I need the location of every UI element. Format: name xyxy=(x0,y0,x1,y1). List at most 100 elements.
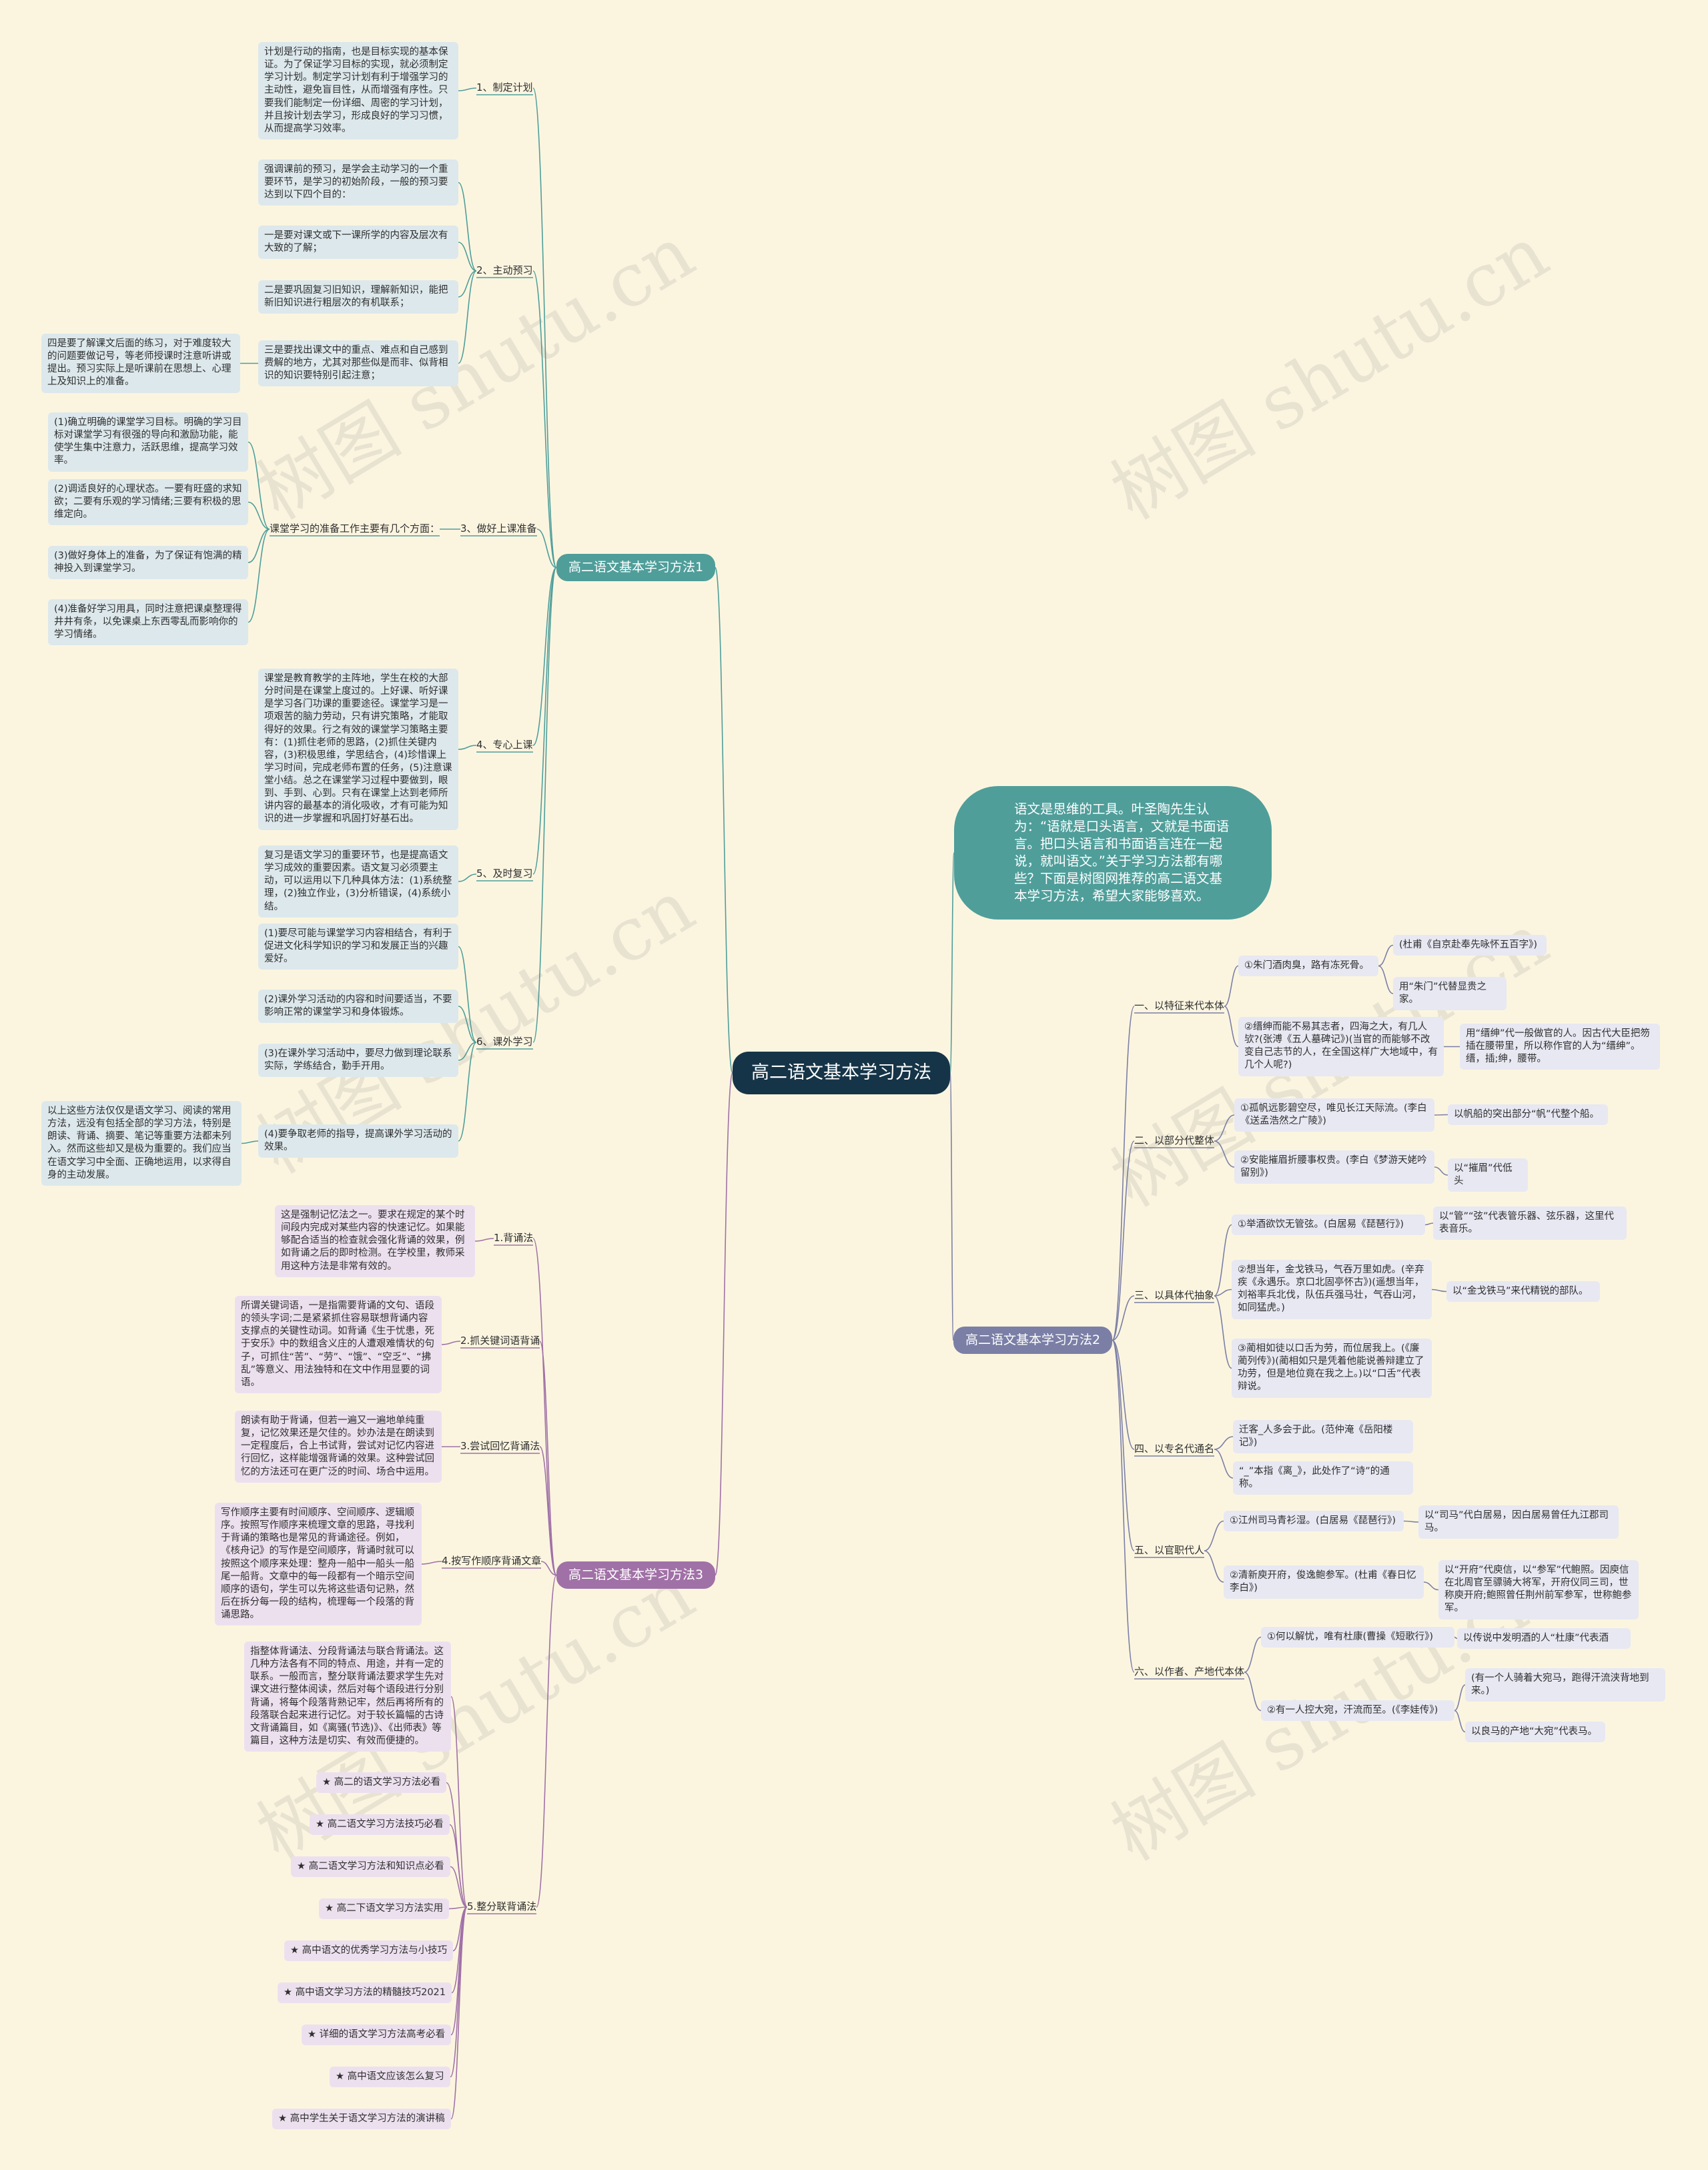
b1-extra-text-2: (2)课外学习活动的内容和时间要适当，不要影响正常的课堂学习和身体锻炼。 xyxy=(258,990,458,1024)
b3-keyword-text: 所谓关键词语，一是指需要背诵的文句、语段的领头字词;二是紧紧抓住容易联想背诵内容… xyxy=(235,1296,442,1393)
b1-focus-text: 课堂是教育教学的主阵地，学生在校的大部分时间是在课堂上度过的。上好课、听好课是学… xyxy=(258,669,458,830)
connector-line xyxy=(450,1696,468,1908)
b3-recite-label[interactable]: 1.背诵法 xyxy=(494,1232,534,1244)
connector-line xyxy=(1112,1006,1135,1341)
connector-line xyxy=(474,1238,494,1242)
related-link[interactable]: ★ 高二下语文学习方法实用 xyxy=(319,1898,450,1920)
b1-prepare-mid[interactable]: 课堂学习的准备工作主要有几个方面： xyxy=(270,522,440,534)
b2-concrete-c: ③蔺相如徒以口舌为劳，而位居我上。(《廉蔺列传》)(蔺相如只是凭着他能说善辩建立… xyxy=(1232,1339,1432,1398)
connector-line xyxy=(1423,1581,1439,1591)
connector-line xyxy=(451,1906,468,1994)
b1-preview-text-5: 四是要了解课文后面的练习，对于难度较大的问题要做记号，等老师授课时注意听讲或提出… xyxy=(41,334,240,393)
connector-line xyxy=(1214,1140,1235,1168)
related-link[interactable]: ★ 高中语文应该怎么复习 xyxy=(330,2067,450,2088)
b3-recall-label[interactable]: 3.尝试回忆背诵法 xyxy=(460,1440,540,1452)
connector-line xyxy=(449,1824,468,1908)
b2-part-b: ②安能摧眉折腰事权贵。(李白《梦游天姥吟留别》) xyxy=(1234,1150,1434,1184)
intro-node[interactable]: 语文是思维的工具。叶圣陶先生认为：“语就是口头语言，文就是书面语言。把口头语言和… xyxy=(954,786,1272,920)
b2-feature-b1: 用“缙绅”代一般做官的人。因古代大臣把笏插在腰带里，所以称作官的人为“缙绅”。缙… xyxy=(1460,1024,1660,1070)
b3-whole-text: 指整体背诵法、分段背诵法与联合背诵法。这几种方法各有不同的特点、用途，并有一定的… xyxy=(244,1642,451,1752)
connector-line xyxy=(248,528,270,623)
related-link[interactable]: ★ 详细的语文学习方法高考必看 xyxy=(302,2025,452,2046)
connector-line xyxy=(458,182,477,272)
b1-focus-label[interactable]: 4、专心上课 xyxy=(476,739,533,751)
b2-feature-b: ②缙绅而能不易其志者，四海之大，有几人欤?(张溥《五人墓碑记》)(当官的而能够不… xyxy=(1238,1017,1444,1076)
b2-part-label[interactable]: 二、以部分代整体 xyxy=(1134,1134,1215,1146)
related-link[interactable]: ★ 高中语文的优秀学习方法与小技巧 xyxy=(284,1940,454,1962)
b2-name-label[interactable]: 四、以专名代通名 xyxy=(1134,1443,1215,1455)
connector-line xyxy=(458,270,477,298)
b2-author-label[interactable]: 六、以作者、产地代本体 xyxy=(1134,1666,1245,1678)
b2-office-a1: 以“司马”代白居易，因白居易曾任九江郡司马。 xyxy=(1418,1505,1619,1539)
b2-feature-label[interactable]: 一、以特征来代本体 xyxy=(1134,1000,1225,1012)
b2-part-a1: 以帆船的突出部分“帆”代整个船。 xyxy=(1448,1104,1608,1126)
connector-line xyxy=(458,1042,477,1061)
b1-plan-label[interactable]: 1、制定计划 xyxy=(476,81,533,93)
b3-whole-label[interactable]: 5.整分联背诵法 xyxy=(467,1900,537,1912)
b1-preview-text-1: 强调课前的预习，是学会主动学习的一个重要环节，是学习的初始阶段，一般的预习要达到… xyxy=(258,159,458,206)
connector-line xyxy=(450,1866,468,1908)
branch1-node[interactable]: 高二语文基本学习方法1 xyxy=(556,554,716,582)
b1-review-label[interactable]: 5、及时复习 xyxy=(476,867,533,879)
connector-line xyxy=(446,1782,468,1908)
connector-line xyxy=(1378,965,1394,994)
connector-line xyxy=(1424,1222,1434,1226)
connector-line xyxy=(532,567,557,1043)
connector-line xyxy=(539,1341,557,1576)
related-link[interactable]: ★ 高二语文学习方法和知识点必看 xyxy=(291,1856,450,1878)
connector-line xyxy=(450,1906,468,2078)
b3-keyword-label[interactable]: 2.抓关键词语背诵 xyxy=(460,1335,540,1347)
b1-extra-text-3: (3)在课外学习活动中，要尽力做到理论联系实际，学练结合，勤手开用。 xyxy=(258,1044,458,1078)
related-link[interactable]: ★ 高二语文学习方法技巧必看 xyxy=(310,1814,450,1836)
connector-line xyxy=(536,528,557,569)
connector-line xyxy=(458,87,477,91)
connector-line xyxy=(458,745,477,750)
b2-office-label[interactable]: 五、以官职代人 xyxy=(1134,1544,1205,1556)
connector-line xyxy=(1214,1289,1232,1297)
connector-line xyxy=(1112,1339,1135,1551)
connector-line xyxy=(1244,1672,1262,1712)
b1-extra-label[interactable]: 6、课外学习 xyxy=(476,1036,533,1048)
b2-concrete-label[interactable]: 三、以具体代抽象 xyxy=(1134,1289,1215,1301)
connector-line xyxy=(448,1906,468,1910)
b1-prepare-text-1: (1)确立明确的课堂学习目标。明确的学习目标对课堂学习有很强的导向和激励功能，能… xyxy=(48,412,248,472)
b1-preview-label[interactable]: 2、主动预习 xyxy=(476,264,533,276)
b1-extra-text-1: (1)要尽可能与课堂学习内容相结合，有利于促进文化科学知识的学习和发展正当的兴趣… xyxy=(258,924,458,970)
related-link[interactable]: ★ 高中语文学习方法的精髓技巧2021 xyxy=(278,1982,452,2004)
connector-line xyxy=(241,1140,259,1144)
connector-line xyxy=(421,1561,442,1565)
connector-line xyxy=(949,852,955,1074)
connector-line xyxy=(458,946,477,1043)
b2-feature-a1: (杜甫《自京赴奉先咏怀五百字》) xyxy=(1393,935,1547,956)
connector-line xyxy=(452,1906,468,1952)
root-node[interactable]: 高二语文基本学习方法 xyxy=(733,1052,950,1094)
connector-line xyxy=(536,1574,557,1908)
b2-part-a: ①孤帆远影碧空尽，唯见长江天际流。(李白《送孟浩然之广陵》) xyxy=(1234,1098,1434,1132)
connector-line xyxy=(1112,1339,1135,1673)
b2-concrete-a1: 以“管”“弦”代表管乐器、弦乐器，这里代表音乐。 xyxy=(1433,1206,1627,1240)
branch3-node[interactable]: 高二语文基本学习方法3 xyxy=(556,1561,716,1589)
connector-line xyxy=(1403,1520,1419,1523)
related-link[interactable]: ★ 高二的语文学习方法必看 xyxy=(316,1772,447,1794)
b1-extra-text-4: (4)要争取老师的指导，提高课外学习活动的效果。 xyxy=(258,1124,458,1158)
connector-line xyxy=(248,441,270,530)
b3-order-label[interactable]: 4.按写作顺序背诵文章 xyxy=(442,1555,542,1567)
b3-recall-text: 朗读有助于背诵，但若一遍又一遍地单纯重复，记忆效果还是欠佳的。妙办法是在朗读到一… xyxy=(235,1411,442,1483)
connector-line xyxy=(539,1446,557,1576)
b1-prepare-text-4: (4)准备好学习用具，同时注意把课桌整理得井井有条，以免课桌上东西零乱而影响你的… xyxy=(48,599,248,646)
branch2-node[interactable]: 高二语文基本学习方法2 xyxy=(953,1327,1113,1355)
b2-author-b: ②有一人控大宛，汗流而至。(《李娃传》) xyxy=(1261,1700,1454,1722)
connector-line xyxy=(1112,1295,1135,1341)
b2-office-b: ②清新庾开府，俊逸鲍参军。(杜甫《春日忆李白》) xyxy=(1224,1565,1424,1599)
connector-line xyxy=(1214,1114,1235,1142)
connector-line xyxy=(458,242,477,272)
b1-prepare-label[interactable]: 3、做好上课准备 xyxy=(460,522,537,534)
connector-line xyxy=(1214,1436,1234,1450)
connector-line xyxy=(248,528,270,563)
connector-line xyxy=(1204,1550,1224,1583)
related-link[interactable]: ★ 高中学生关于语文学习方法的演讲稿 xyxy=(272,2109,451,2130)
b2-feature-a2: 用“朱门”代替显贵之家。 xyxy=(1393,977,1507,1011)
connector-line xyxy=(458,873,477,882)
connector-line xyxy=(1378,944,1394,967)
